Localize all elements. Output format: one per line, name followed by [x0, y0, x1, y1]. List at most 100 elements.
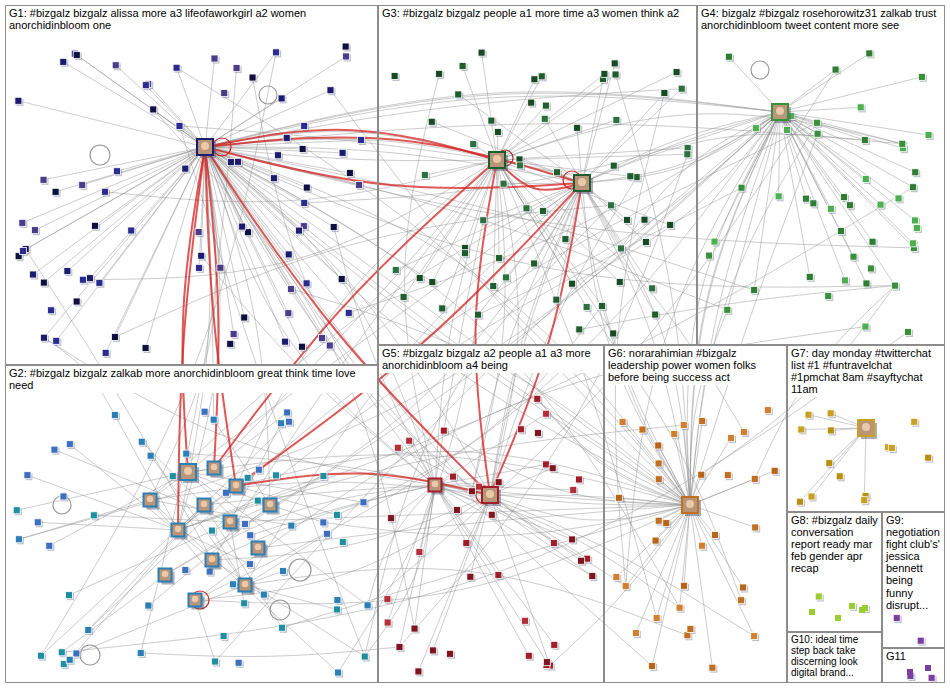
vertex-icon: [30, 271, 37, 278]
vertex-icon: [478, 49, 485, 56]
tie-line: [800, 428, 866, 502]
tie-line: [99, 147, 205, 283]
hub-avatar: [144, 494, 157, 507]
strong-tie-line: [205, 130, 497, 160]
tie-line: [44, 147, 205, 180]
vertex-icon: [496, 255, 503, 262]
tie-line: [690, 310, 727, 505]
vertex-icon: [239, 223, 246, 230]
vertex-icon: [66, 441, 73, 448]
tie-line: [690, 123, 817, 505]
hub-avatar: [682, 497, 698, 513]
vertex-icon: [684, 151, 691, 158]
tie-line: [245, 585, 337, 609]
vertex-icon: [531, 76, 538, 83]
vertex-icon: [13, 507, 20, 514]
vertex-icon: [516, 162, 523, 169]
vertex-icon: [601, 70, 608, 77]
vertex-icon: [182, 567, 189, 574]
group-box: G7: day monday #twitterchat list #1 #fun…: [787, 345, 945, 512]
avatar-face: [242, 581, 249, 588]
vertex-icon: [738, 597, 745, 604]
group-heading: G7: day monday #twitterchat list #1 #fun…: [788, 346, 944, 397]
vertex-icon: [391, 73, 398, 80]
tie-line: [44, 147, 205, 283]
vertex-icon: [342, 43, 349, 50]
group-box: G4: bizgalz #bizgalz rosehorowitz31 zalk…: [697, 5, 945, 345]
vertex-icon: [655, 476, 662, 483]
group-heading: G6: norarahimian #bizgalz leadership pow…: [605, 346, 786, 385]
vertex-icon: [827, 410, 834, 417]
tie-line: [399, 485, 435, 647]
tie-line: [582, 183, 655, 315]
vertex-icon: [503, 274, 510, 281]
vertex-icon: [925, 454, 932, 461]
vertex-icon: [711, 238, 718, 245]
vertex-icon: [142, 82, 149, 89]
vertex-icon: [627, 173, 634, 180]
vertex-icon: [102, 349, 109, 356]
vertex-icon: [335, 669, 342, 676]
tie-line: [537, 399, 690, 505]
vertex-icon: [771, 467, 778, 474]
tie-line: [106, 147, 205, 353]
vertex-icon: [784, 126, 791, 133]
vertex-icon: [525, 652, 532, 659]
vertex-icon: [814, 130, 821, 137]
vertex-icon: [808, 493, 815, 500]
vertex-icon: [396, 643, 403, 650]
tie-line: [253, 78, 435, 485]
vertex-icon: [539, 207, 546, 214]
vertex-icon: [617, 245, 624, 252]
vertex-icon: [649, 662, 656, 669]
vertex-icon: [570, 486, 577, 493]
vertex-icon: [46, 542, 53, 549]
vertex-icon: [51, 446, 58, 453]
vertex-icon: [632, 630, 639, 637]
tie-line: [205, 147, 690, 505]
vertex-icon: [826, 460, 833, 467]
vertex-icon: [764, 407, 771, 414]
tie-line: [680, 505, 690, 608]
vertex-icon: [655, 460, 662, 467]
vertex-icon: [327, 87, 334, 94]
vertex-icon: [318, 335, 325, 342]
tie-line: [38, 522, 178, 530]
tie-line: [690, 134, 818, 505]
vertex-icon: [301, 199, 308, 206]
tie-line: [41, 505, 204, 656]
vertex-icon: [345, 309, 352, 316]
avatar-face: [201, 142, 209, 150]
vertex-icon: [392, 267, 399, 274]
vertex-icon: [912, 169, 919, 176]
tie-line: [780, 53, 869, 112]
vertex-icon: [439, 305, 446, 312]
vertex-icon: [861, 137, 868, 144]
vertex-icon: [699, 418, 706, 425]
tie-line: [780, 107, 861, 112]
vertex-icon: [553, 296, 560, 303]
tie-line: [690, 505, 743, 587]
vertex-icon: [196, 264, 203, 271]
vertex-icon: [578, 557, 585, 564]
vertex-icon: [278, 95, 285, 102]
avatar-face: [184, 467, 192, 475]
vertex-icon: [384, 619, 391, 626]
tie-line: [205, 147, 690, 505]
tie-line: [582, 112, 780, 183]
vertex-icon: [727, 435, 734, 442]
vertex-icon: [907, 669, 913, 675]
vertex-icon: [892, 282, 899, 289]
vertex-icon: [910, 240, 917, 247]
vertex-icon: [622, 583, 629, 590]
tie-line: [690, 505, 712, 668]
vertex-icon: [285, 251, 292, 258]
vertex-icon: [541, 115, 548, 122]
group-box: G2: #bizgalz bizgalz zalkab more anorchi…: [5, 365, 378, 683]
hub-avatar: [206, 554, 219, 567]
vertex-icon: [273, 49, 280, 56]
tie-line: [212, 485, 435, 560]
tie-line: [212, 495, 490, 560]
vertex-icon: [19, 219, 26, 226]
